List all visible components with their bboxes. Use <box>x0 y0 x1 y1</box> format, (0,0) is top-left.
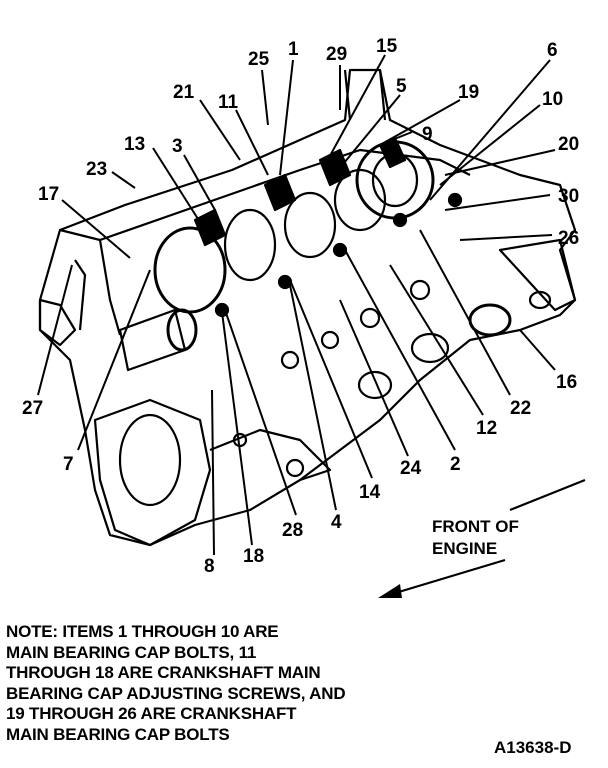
callout-labels: 25 1 29 15 6 5 19 10 21 11 9 13 3 20 23 … <box>22 36 579 577</box>
callout-10: 10 <box>542 89 563 110</box>
note-line-5: 19 THROUGH 26 ARE CRANKSHAFT <box>6 704 297 723</box>
callout-30: 30 <box>558 186 579 207</box>
callout-21: 21 <box>173 82 195 103</box>
callout-18: 18 <box>243 546 264 567</box>
note-line-4: BEARING CAP ADJUSTING SCREWS, AND <box>6 683 346 703</box>
callout-3: 3 <box>172 136 183 157</box>
arrow-line-lower <box>391 558 506 596</box>
callout-27: 27 <box>22 398 43 419</box>
callout-19: 19 <box>458 82 479 103</box>
callout-14: 14 <box>359 482 381 503</box>
callout-28: 28 <box>282 520 303 541</box>
callout-4: 4 <box>331 512 342 533</box>
leader-lines <box>37 54 556 556</box>
callout-17: 17 <box>38 184 59 205</box>
callout-15: 15 <box>376 36 398 57</box>
engine-block-drawing <box>38 68 577 547</box>
callout-24: 24 <box>400 458 422 479</box>
note-line-6: MAIN BEARING CAP BOLTS <box>6 724 230 744</box>
front-label-line-2: ENGINE <box>432 539 497 558</box>
callout-16: 16 <box>556 372 577 393</box>
note-line-2: MAIN BEARING CAP BOLTS, 11 <box>6 642 257 662</box>
callout-25: 25 <box>248 49 270 70</box>
callout-22: 22 <box>510 398 531 419</box>
note-line-1: NOTE: ITEMS 1 THROUGH 10 ARE <box>6 622 279 641</box>
front-label-line-1: FRONT OF <box>432 517 519 536</box>
callout-9: 9 <box>422 124 433 145</box>
figure-id: A13638-D <box>494 738 572 757</box>
arrow-line-upper <box>509 478 586 512</box>
callout-2: 2 <box>450 454 461 475</box>
callout-13: 13 <box>124 134 145 155</box>
note-line-3: THROUGH 18 ARE CRANKSHAFT MAIN <box>6 663 321 682</box>
callout-5: 5 <box>396 76 407 97</box>
callout-23: 23 <box>86 159 107 180</box>
callout-1: 1 <box>288 39 299 60</box>
callout-20: 20 <box>558 134 579 155</box>
callout-12: 12 <box>476 418 497 439</box>
callout-6: 6 <box>547 40 558 61</box>
arrow-head <box>378 584 402 598</box>
callout-8: 8 <box>204 556 215 577</box>
callout-26: 26 <box>558 228 579 249</box>
front-of-engine-arrow: FRONT OF ENGINE <box>378 478 586 598</box>
note-text: NOTE: ITEMS 1 THROUGH 10 ARE MAIN BEARIN… <box>6 622 476 745</box>
callout-29: 29 <box>326 44 347 65</box>
callout-7: 7 <box>63 454 74 475</box>
callout-11: 11 <box>218 92 239 113</box>
